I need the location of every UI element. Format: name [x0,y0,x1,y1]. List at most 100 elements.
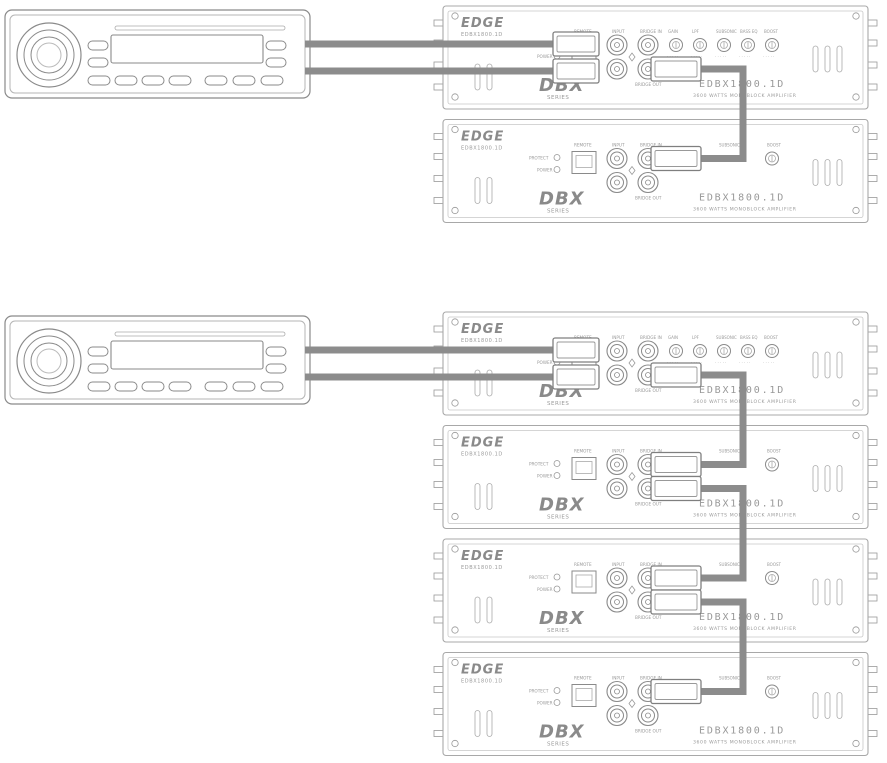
four-amp-chain: EDGEEDBX1800.1DDBXSERIESEDBX1800.1D3600 … [4,311,878,757]
vent-slot [474,596,481,624]
knob-scale: · · · · · [763,360,774,365]
knob-label: BOOST [764,29,779,34]
input-label: INPUT [612,143,625,148]
head-unit-button [87,363,109,374]
screw-icon [451,12,459,20]
brand-model-label: EDBX1800.1D [461,565,503,571]
head-unit-button [87,40,109,51]
remote-port-icon [571,570,597,594]
bridge-in-label: BRIDGE IN [640,676,662,681]
knob-label: BOOST [767,143,782,148]
input-label: INPUT [612,562,625,567]
bridge-out-label: BRIDGE OUT [635,502,662,507]
power-led-icon [553,472,561,479]
series-logo: DBX [539,189,585,210]
series-logo: DBX [539,722,585,743]
knob-label: SUBSONIC [716,335,737,340]
head-unit-button [265,346,287,357]
screw-icon [852,658,860,667]
screw-icon [852,93,860,101]
rca-jack-icon [606,147,628,170]
power-led-icon [553,699,561,706]
rca-jack-icon [637,704,659,727]
bridge-out-label: BRIDGE OUT [635,615,662,620]
vent-slot [486,710,493,737]
bridge-in-label: BRIDGE IN [640,143,662,148]
series-logo: DBX [539,495,585,516]
bridge-icon [628,52,636,62]
brand-model-label: EDBX1800.1D [461,32,503,38]
screw-icon [852,12,860,20]
brand-logo: EDGE [461,663,504,678]
knob-scale: · · · · · [739,360,750,365]
screw-icon [852,512,860,521]
rca-plug-icon [552,337,600,363]
bridge-out-label: BRIDGE OUT [635,729,662,734]
head-unit-button [204,381,228,392]
knob-label: SUBSONIC [719,449,740,454]
bridge-in-label: BRIDGE IN [640,449,662,454]
knob-label: LPF [692,335,700,340]
head-unit-button [265,363,287,374]
screw-icon [451,125,459,134]
input-label: INPUT [612,335,625,340]
vent-slot [474,369,481,397]
model-label: EDBX1800.1D [699,726,785,737]
vent-slot [486,596,493,624]
series-word: SERIES [547,515,569,521]
vent-slot [824,578,831,606]
vent-slot [812,45,819,73]
remote-label: REMOTE [574,562,592,567]
tagline-label: 3600 WATTS MONOBLOCK AMPLIFIER [693,207,797,213]
knob-label: GAIN [668,335,678,340]
knob-label: BASS EQ [740,29,758,34]
head-unit-button [265,40,287,51]
head-unit-button [232,75,256,86]
vent-slot [812,159,819,186]
head-unit-button [87,346,109,357]
input-label: INPUT [612,676,625,681]
vent-slot [474,177,481,204]
head-unit-button [114,381,138,392]
volume-knob-icon [30,36,68,74]
series-word: SERIES [547,401,569,407]
knob-scale: · · · · · [715,54,726,59]
knob-scale: · · · · · [763,54,774,59]
head-unit-button [204,75,228,86]
screw-icon [451,658,459,667]
protect-led-icon [553,460,561,467]
bridge-out-label: BRIDGE OUT [635,388,662,393]
rca-jack-icon [606,591,628,613]
vent-slot [824,351,831,379]
remote-port-icon [571,457,597,480]
series-word: SERIES [547,209,569,215]
vent-slot [812,465,819,492]
rca-plug-icon [650,678,702,705]
rca-jack-icon [606,704,628,727]
vent-slot [486,177,493,204]
rca-jack-icon [606,477,628,500]
rca-plug-icon [650,145,702,172]
knob-label: BOOST [767,562,782,567]
vent-slot [836,465,843,492]
screw-icon [451,93,459,101]
rca-jack-icon [606,567,628,589]
vent-slot [836,45,843,73]
screw-icon [451,431,459,440]
screw-icon [852,431,860,440]
knob-scale: · · · · · [739,54,750,59]
vent-slot [824,45,831,73]
vent-slot [836,578,843,606]
display-window [110,34,264,64]
vent-slot [836,692,843,719]
protect-label: PROTECT [529,689,549,694]
knob-label: BOOST [767,449,782,454]
brand-model-label: EDBX1800.1D [461,338,503,344]
head-unit-button [232,381,256,392]
input-label: INPUT [612,29,625,34]
rca-jack-icon [606,34,628,56]
bridge-icon [628,698,636,709]
bridge-in-label: BRIDGE IN [640,335,662,340]
brand-model-label: EDBX1800.1D [461,146,503,152]
bridge-icon [628,585,636,595]
